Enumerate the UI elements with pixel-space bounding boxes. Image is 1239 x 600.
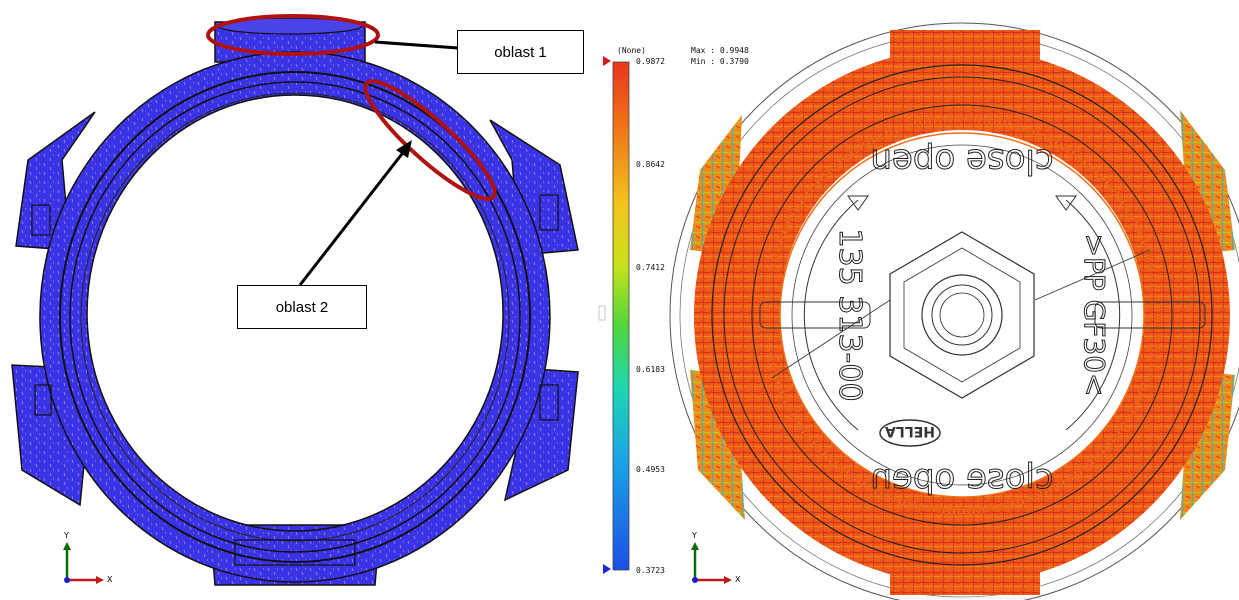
part-text-left: 135 313-00 bbox=[832, 228, 867, 401]
callout-area-1: oblast 1 bbox=[457, 30, 584, 74]
ring-body bbox=[39, 51, 551, 583]
right-part-model bbox=[669, 22, 1239, 600]
colorbar-min-marker bbox=[603, 564, 611, 574]
colorbar-tick: 0.9872 bbox=[636, 57, 665, 66]
center-hexagon bbox=[889, 231, 1035, 399]
stat-min: Min : 0.3790 bbox=[691, 57, 749, 66]
leader-line-2 bbox=[298, 149, 407, 286]
part-text-right: >PP GF30< bbox=[1078, 233, 1111, 396]
brand-logo bbox=[879, 419, 941, 447]
ring-tab bbox=[489, 119, 579, 256]
colorbar-max-marker bbox=[603, 56, 611, 66]
colorbar-tick: 0.3723 bbox=[636, 566, 665, 575]
part-text-bottom: close open bbox=[870, 457, 1053, 497]
part-text-top: close open bbox=[870, 141, 1053, 181]
axis-y-label-right: Y bbox=[692, 531, 697, 540]
stat-max: Max : 0.9948 bbox=[691, 46, 749, 55]
leader-arrowhead bbox=[396, 140, 412, 158]
axis-x-label-right: X bbox=[735, 575, 741, 584]
brand-logo-text: HELLA bbox=[885, 423, 935, 439]
colorbar-gradient bbox=[612, 61, 630, 571]
highlight-area-1 bbox=[206, 14, 380, 56]
axis-triad-right bbox=[691, 542, 732, 584]
fiber-ring bbox=[693, 48, 1230, 584]
leader-line-1 bbox=[374, 40, 459, 50]
colorbar-tick: 0.6183 bbox=[636, 365, 665, 374]
colorbar-tick: 0.4953 bbox=[636, 465, 665, 474]
axis-x-label-left: X bbox=[107, 575, 113, 584]
ring-tab bbox=[15, 111, 96, 251]
axis-triad-left bbox=[63, 542, 104, 584]
highlight-area-2 bbox=[363, 79, 497, 201]
colorbar-tick: 0.8642 bbox=[636, 160, 665, 169]
colorbar-header: (None) bbox=[617, 46, 646, 55]
callout-area-2: oblast 2 bbox=[237, 285, 367, 329]
colorbar-tick: 0.7412 bbox=[636, 263, 665, 272]
axis-y-label-left: Y bbox=[64, 531, 69, 540]
colorbar-slider[interactable] bbox=[598, 305, 606, 321]
